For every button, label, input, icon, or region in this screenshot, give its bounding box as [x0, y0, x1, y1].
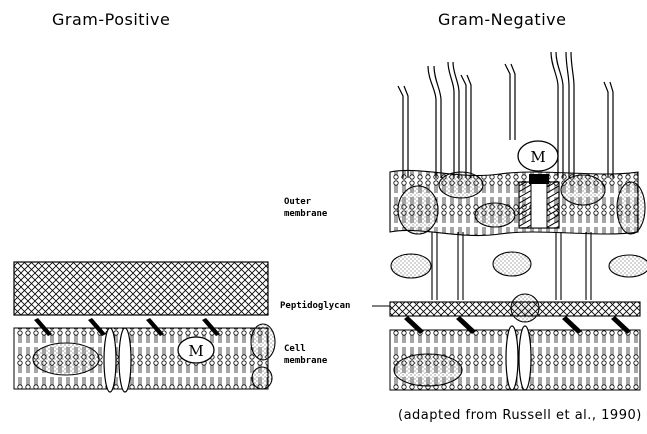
- gn-lps-chains: [398, 52, 613, 178]
- gp-membrane-protein: [252, 367, 272, 389]
- gn-periplasmic-proteins: [391, 252, 647, 278]
- gram-negative-panel: M: [390, 52, 647, 390]
- gn-m-protein-label: M: [530, 148, 545, 166]
- gp-membrane-protein: [251, 324, 275, 360]
- gp-peptidoglycan-layer: [14, 262, 268, 315]
- gram-positive-panel: M: [14, 262, 275, 392]
- gp-m-protein-label: M: [188, 342, 203, 360]
- gn-peptidoglycan-protein: [511, 294, 539, 322]
- gn-porin: [519, 174, 559, 228]
- gp-membrane-protein: [33, 343, 99, 375]
- gn-membrane-protein: [394, 354, 462, 386]
